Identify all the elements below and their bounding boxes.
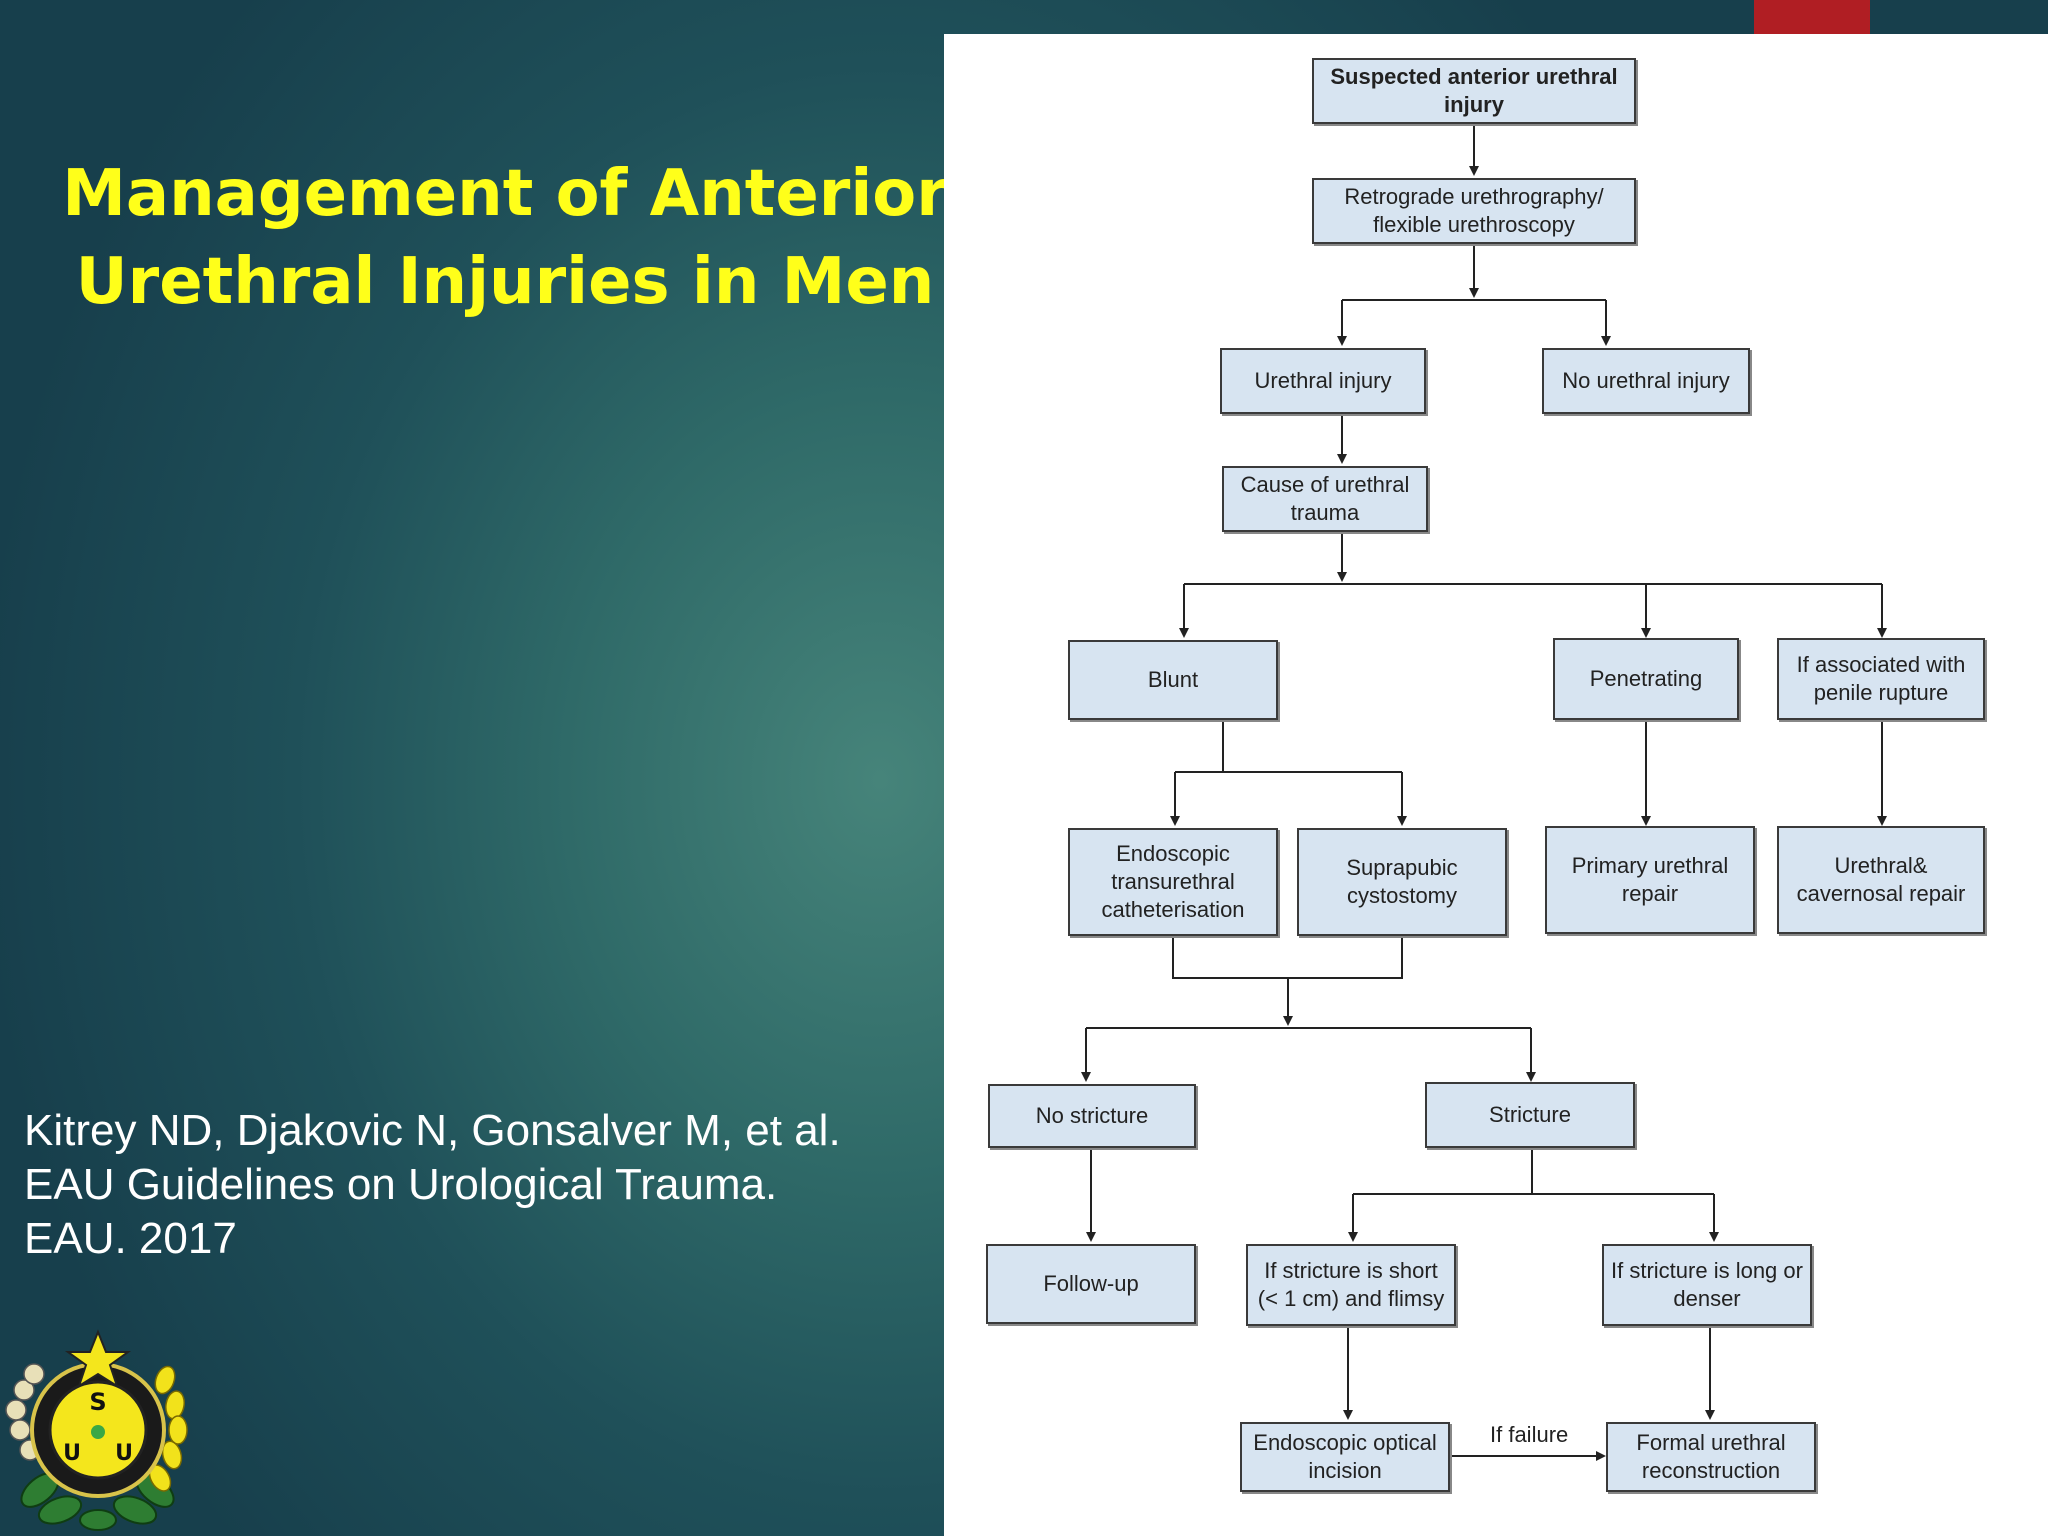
node-no-urethral-injury: No urethral injury xyxy=(1542,348,1750,414)
node-long-stricture: If stricture is long or denser xyxy=(1602,1244,1812,1326)
node-retrograde: Retrograde urethrography/ flexible ureth… xyxy=(1312,178,1636,244)
slide-title: Management of Anterior Urethral Injuries… xyxy=(60,150,950,326)
node-penetrating: Penetrating xyxy=(1553,638,1739,720)
node-formal-reconstruction: Formal urethral reconstruction xyxy=(1606,1422,1816,1492)
title-line-2: Urethral Injuries in Men xyxy=(75,245,935,319)
node-cause: Cause of urethral trauma xyxy=(1222,466,1428,532)
logo-letter-u-left: U xyxy=(63,1441,81,1466)
edge-merge-bracket xyxy=(1172,934,1403,979)
node-short-stricture: If stricture is short (< 1 cm) and flims… xyxy=(1246,1244,1456,1326)
node-urethral-injury: Urethral injury xyxy=(1220,348,1426,414)
title-line-1: Management of Anterior xyxy=(62,157,948,231)
flowchart-panel: Suspected anterior urethral injury Retro… xyxy=(944,34,2048,1536)
citation-line-1: Kitrey ND, Djakovic N, Gonsalver M, et a… xyxy=(24,1106,841,1155)
flowchart-connectors xyxy=(1081,124,1887,1461)
accent-tab xyxy=(1754,0,1870,34)
edge-label-if-failure: If failure xyxy=(1490,1422,1569,1447)
node-suprapubic: Suprapubic cystostomy xyxy=(1297,828,1507,936)
node-suspected: Suspected anterior urethral injury xyxy=(1312,58,1636,124)
citation: Kitrey ND, Djakovic N, Gonsalver M, et a… xyxy=(24,1104,924,1266)
node-endoscopic-cath: Endoscopic transurethral catheterisation xyxy=(1068,828,1278,936)
node-cavernosal-repair: Urethral& cavernosal repair xyxy=(1777,826,1985,934)
logo-letter-u-right: U xyxy=(115,1441,133,1466)
node-penile-rupture: If associated with penile rupture xyxy=(1777,638,1985,720)
node-follow-up: Follow-up xyxy=(986,1244,1196,1324)
node-blunt: Blunt xyxy=(1068,640,1278,720)
node-stricture: Stricture xyxy=(1425,1082,1635,1148)
university-emblem-icon: S U U xyxy=(5,1329,188,1531)
citation-line-3: EAU. 2017 xyxy=(24,1214,237,1263)
node-no-stricture: No stricture xyxy=(988,1084,1196,1148)
logo-letter-s: S xyxy=(89,1388,106,1416)
node-primary-repair: Primary urethral repair xyxy=(1545,826,1755,934)
citation-line-2: EAU Guidelines on Urological Trauma. xyxy=(24,1160,778,1209)
node-optical-incision: Endoscopic optical incision xyxy=(1240,1422,1450,1492)
